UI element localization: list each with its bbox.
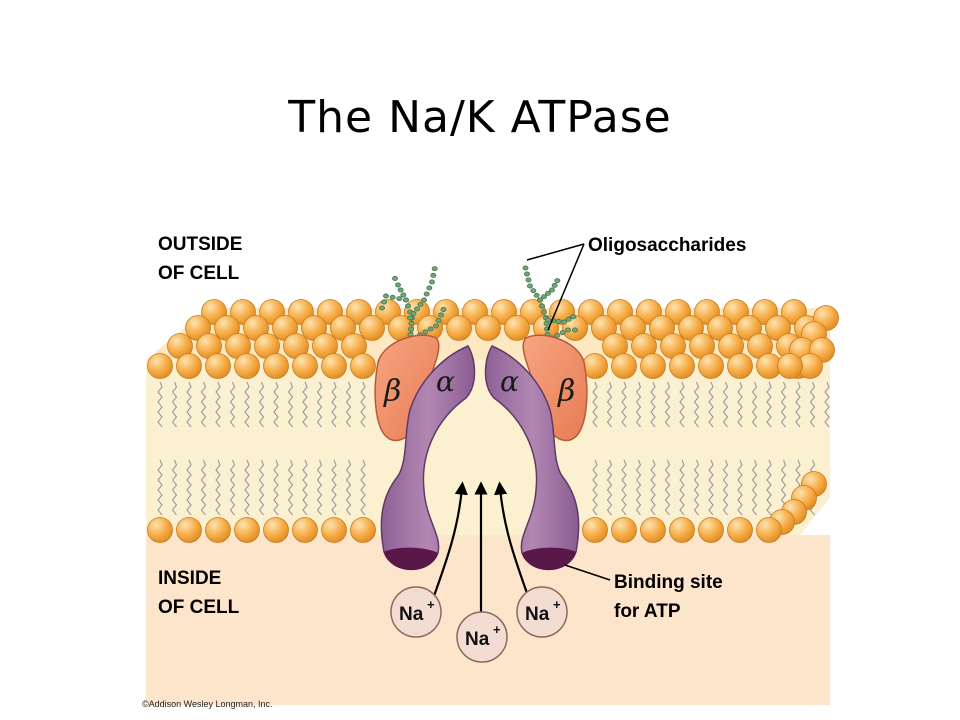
page-title: The Na/K ATPase (288, 92, 672, 143)
atp-binding-site-right (522, 547, 576, 571)
sodium-ion-left: Na + (390, 586, 442, 638)
sodium-ion-right: Na + (516, 586, 568, 638)
svg-text:Na: Na (465, 629, 490, 650)
atp-binding-leader-line (564, 564, 611, 581)
oligosaccharide-leader-lines (526, 243, 585, 331)
atp-binding-label-line1: Binding site (614, 572, 723, 593)
copyright-notice: ©Addison Wesley Longman, Inc. (142, 699, 273, 709)
atp-binding-label-line2: for ATP (614, 601, 681, 622)
svg-text:+: + (427, 597, 435, 612)
outside-cell-label-line1: OUTSIDE (158, 234, 242, 255)
sodium-ion-center: Na + (456, 611, 508, 663)
lipid-heads (147, 299, 839, 543)
outside-cell-label-line2: OF CELL (158, 263, 240, 284)
ion-arrow-left (432, 481, 468, 597)
alpha-label-left: α (436, 365, 455, 398)
beta-label-left: β (383, 374, 401, 409)
svg-text:+: + (493, 622, 501, 637)
membrane-core (146, 360, 830, 535)
svg-text:Na: Na (399, 604, 424, 625)
beta-label-right: β (557, 374, 575, 409)
svg-text:Na: Na (525, 604, 550, 625)
alpha-label-right: α (500, 365, 519, 398)
lipid-tails (157, 381, 830, 516)
svg-text:+: + (553, 597, 561, 612)
atp-binding-site-left (384, 547, 438, 571)
oligosaccharides-label: Oligosaccharides (588, 235, 746, 256)
inside-cell-label-line1: INSIDE (158, 568, 221, 589)
ion-arrow-right (494, 481, 530, 597)
inside-cell-label-line2: OF CELL (158, 597, 240, 618)
